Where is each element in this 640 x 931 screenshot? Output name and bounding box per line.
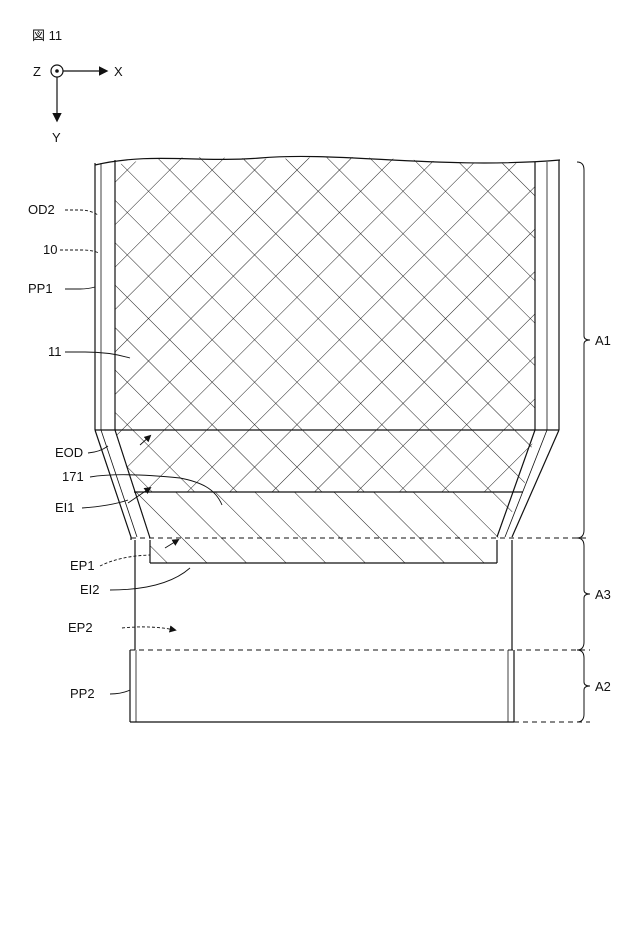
axis-z-label: Z — [33, 64, 41, 79]
brace-a2 — [577, 650, 590, 722]
label-10: 10 — [43, 242, 57, 257]
brace-a1 — [577, 162, 590, 538]
upper-tube — [95, 150, 560, 430]
label-eod: EOD — [55, 445, 83, 460]
lower-tube — [130, 650, 514, 722]
label-ep1: EP1 — [70, 558, 95, 573]
brace-a3 — [577, 538, 590, 650]
region-a1-label: A1 — [595, 333, 611, 348]
axis-indicator: Z X Y — [33, 64, 123, 145]
label-ep2: EP2 — [68, 620, 93, 635]
label-11: 11 — [48, 344, 62, 359]
tapered-section — [95, 430, 559, 563]
label-od2: OD2 — [28, 202, 55, 217]
label-171: 171 — [62, 469, 84, 484]
region-braces — [577, 162, 590, 722]
label-ei2: EI2 — [80, 582, 100, 597]
label-pp2: PP2 — [70, 686, 95, 701]
figure-title: 図 11 — [32, 28, 62, 43]
axis-y-label: Y — [52, 130, 61, 145]
region-a2-label: A2 — [595, 679, 611, 694]
label-ei1: EI1 — [55, 500, 75, 515]
label-pp1: PP1 — [28, 281, 53, 296]
axis-x-label: X — [114, 64, 123, 79]
region-a3-label: A3 — [595, 587, 611, 602]
core-11-hatch — [115, 150, 535, 430]
